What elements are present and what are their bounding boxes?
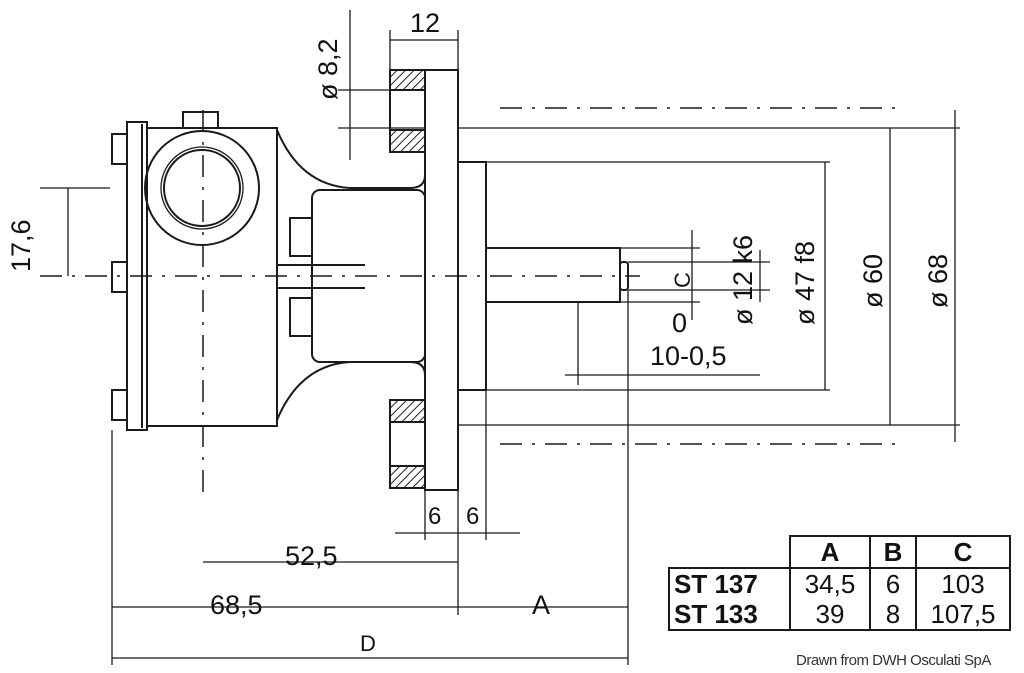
header-c: C: [915, 535, 1011, 569]
dim-pilot-diameter: ø 47 f8: [790, 240, 820, 325]
dim-a: A: [532, 590, 551, 620]
dim-bolt-circle: ø 60: [858, 253, 888, 308]
dim-six-right: 6: [466, 503, 480, 530]
cell-a: 39: [815, 599, 845, 629]
row-model: ST 133: [674, 599, 758, 629]
dimension-lines: [40, 10, 960, 665]
dim-shaft-tolerance: 10-0,5: [650, 341, 727, 371]
dim-68-5: 68,5: [210, 590, 263, 620]
row-model: ST 137: [674, 569, 758, 599]
cell-a: 34,5: [804, 569, 856, 599]
pump-body: [144, 111, 426, 427]
cell-b: 6: [885, 569, 901, 599]
dim-flange-width: 12: [410, 8, 441, 38]
dim-c: C: [670, 272, 695, 288]
credit-watermark: Drawn from DWH Osculati SpA: [796, 652, 991, 669]
flange: [389, 69, 487, 491]
cell-c: 107,5: [930, 599, 996, 629]
header-b: B: [869, 535, 917, 569]
header-a: A: [789, 535, 871, 569]
dim-52-5: 52,5: [285, 541, 338, 571]
dim-d: D: [360, 631, 376, 656]
dim-zero: 0: [672, 308, 688, 338]
dim-port-offset: 17,6: [6, 219, 36, 272]
shaft: [485, 247, 629, 303]
cell-c: 103: [941, 569, 985, 599]
dim-shaft-diameter: ø 12 k6: [728, 234, 758, 325]
cell-b: 8: [885, 599, 901, 629]
dim-six-left: 6: [428, 503, 442, 530]
dim-flange-diameter: ø 68: [923, 253, 953, 308]
dim-hole-diameter: ø 8,2: [313, 38, 343, 100]
